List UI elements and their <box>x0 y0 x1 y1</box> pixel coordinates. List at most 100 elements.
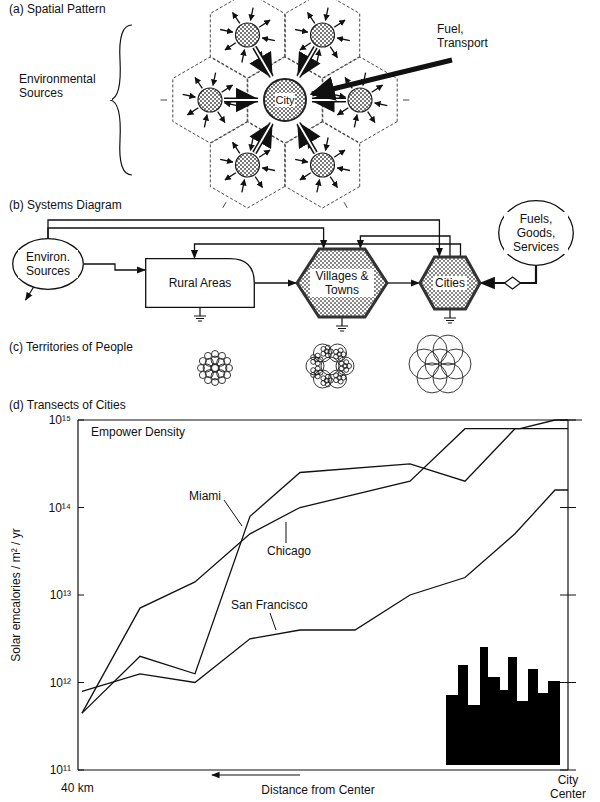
territory-circle <box>433 335 463 365</box>
flow-arrow <box>337 38 350 41</box>
flow-arrow <box>225 103 238 106</box>
panel-title: (d) Transects of Cities <box>8 398 127 412</box>
territory-circle <box>306 357 324 375</box>
flow-arrow <box>337 168 350 171</box>
territory-circle <box>325 374 330 379</box>
territories <box>198 335 472 393</box>
data-line <box>82 420 568 713</box>
interaction-diamond <box>505 277 521 289</box>
territory-circle <box>315 366 320 371</box>
circle-node: City <box>263 78 307 122</box>
double-arrow-core <box>296 118 316 153</box>
flow-connector <box>48 228 324 248</box>
panel-title: (b) Systems Diagram <box>8 198 123 212</box>
town-circle <box>348 88 372 112</box>
territory-circle <box>338 371 343 376</box>
node-text: Cities <box>433 276 467 290</box>
flow-arrow <box>375 103 388 106</box>
panel-title: (c) Territories of People <box>8 340 134 354</box>
flow-arrow <box>338 108 349 115</box>
series-label: Chicago <box>266 544 312 558</box>
double-arrow-core <box>296 47 316 82</box>
flow-arrow <box>262 38 275 41</box>
outflow-arrow <box>26 287 34 300</box>
territory-circle <box>205 352 212 359</box>
flow-arrow <box>183 94 196 97</box>
spatial-pattern <box>161 0 452 208</box>
flow-arrow <box>213 73 216 86</box>
flow-arrow <box>233 13 240 24</box>
producer-node: Rural Areas <box>145 258 255 308</box>
flow-arrow <box>295 159 308 162</box>
axis-tick-label: 10¹⁴ <box>48 501 73 515</box>
territory-circle <box>334 354 339 359</box>
node-text: Villages & Towns <box>310 269 374 297</box>
flow-arrow <box>330 47 337 58</box>
flow-arrow <box>334 20 345 27</box>
flow-arrow <box>259 20 270 27</box>
town-circle <box>311 23 335 47</box>
flow-arrow <box>225 173 236 180</box>
flow-arrow <box>233 142 240 153</box>
flow-arrow <box>326 138 329 151</box>
flow-arrow <box>317 50 320 63</box>
territory-circle <box>198 365 205 372</box>
node-text: Rural Areas <box>167 276 234 290</box>
territory-circle <box>325 345 330 350</box>
axis-tick <box>78 507 84 508</box>
skyline-icon <box>446 647 560 765</box>
flow-arrow <box>204 115 207 128</box>
heat-sink <box>194 308 206 321</box>
territory-circle <box>212 351 219 358</box>
axis-tick-label: 10¹⁵ <box>48 413 72 427</box>
axis-tick <box>78 770 84 771</box>
territory-circle <box>212 365 219 372</box>
cell-boundary <box>161 100 167 101</box>
territory-circle <box>334 378 339 383</box>
annotation: Fuel, Transport <box>436 22 510 50</box>
fuel-arrow <box>312 60 452 94</box>
flow-connector <box>255 282 296 283</box>
territory-circle <box>441 349 471 379</box>
series-label: Miami <box>188 489 222 503</box>
flow-arrow <box>333 94 346 97</box>
territory-circle <box>425 349 455 379</box>
leader-line <box>270 613 276 630</box>
data-line <box>82 429 568 713</box>
flow-arrow <box>218 112 225 123</box>
series-label: San Francisco <box>230 598 309 612</box>
territory-circle <box>321 381 326 386</box>
axis-tick <box>560 682 576 683</box>
flow-arrow <box>372 85 383 92</box>
territory-circle <box>315 353 320 358</box>
axis-tick-label: 10¹¹ <box>49 763 72 777</box>
hexagon-cell <box>285 122 359 208</box>
flow-arrow <box>222 85 233 92</box>
axis-tick-label: 10¹² <box>49 676 72 690</box>
territory-circle <box>314 370 332 388</box>
hexagon-cell <box>285 0 359 78</box>
axis-tick <box>560 507 576 508</box>
double-arrow-core <box>306 99 346 101</box>
flow-arrow <box>317 180 320 193</box>
axis-tick-label: 10¹³ <box>49 588 72 602</box>
axis-tick <box>78 595 84 596</box>
town-circle <box>311 153 335 177</box>
territory-circle <box>314 344 332 362</box>
heat-sink <box>336 318 348 331</box>
annotation: Environmental Sources <box>18 72 112 100</box>
flow-arrow <box>255 177 262 188</box>
flow-connector <box>388 282 419 283</box>
flow-connector <box>48 220 439 256</box>
leader-line <box>224 500 242 526</box>
flow-arrow <box>368 112 375 123</box>
flow-arrow <box>251 8 254 21</box>
transect-chart <box>78 420 582 775</box>
flow-arrow <box>259 150 270 157</box>
territory-circle <box>329 344 347 362</box>
flow-arrow <box>242 180 245 193</box>
territory-circle <box>199 372 206 379</box>
annotation: Solar emcalories / m² / yr <box>9 527 23 662</box>
territory-circle <box>417 335 447 365</box>
territory-circle <box>344 360 349 365</box>
